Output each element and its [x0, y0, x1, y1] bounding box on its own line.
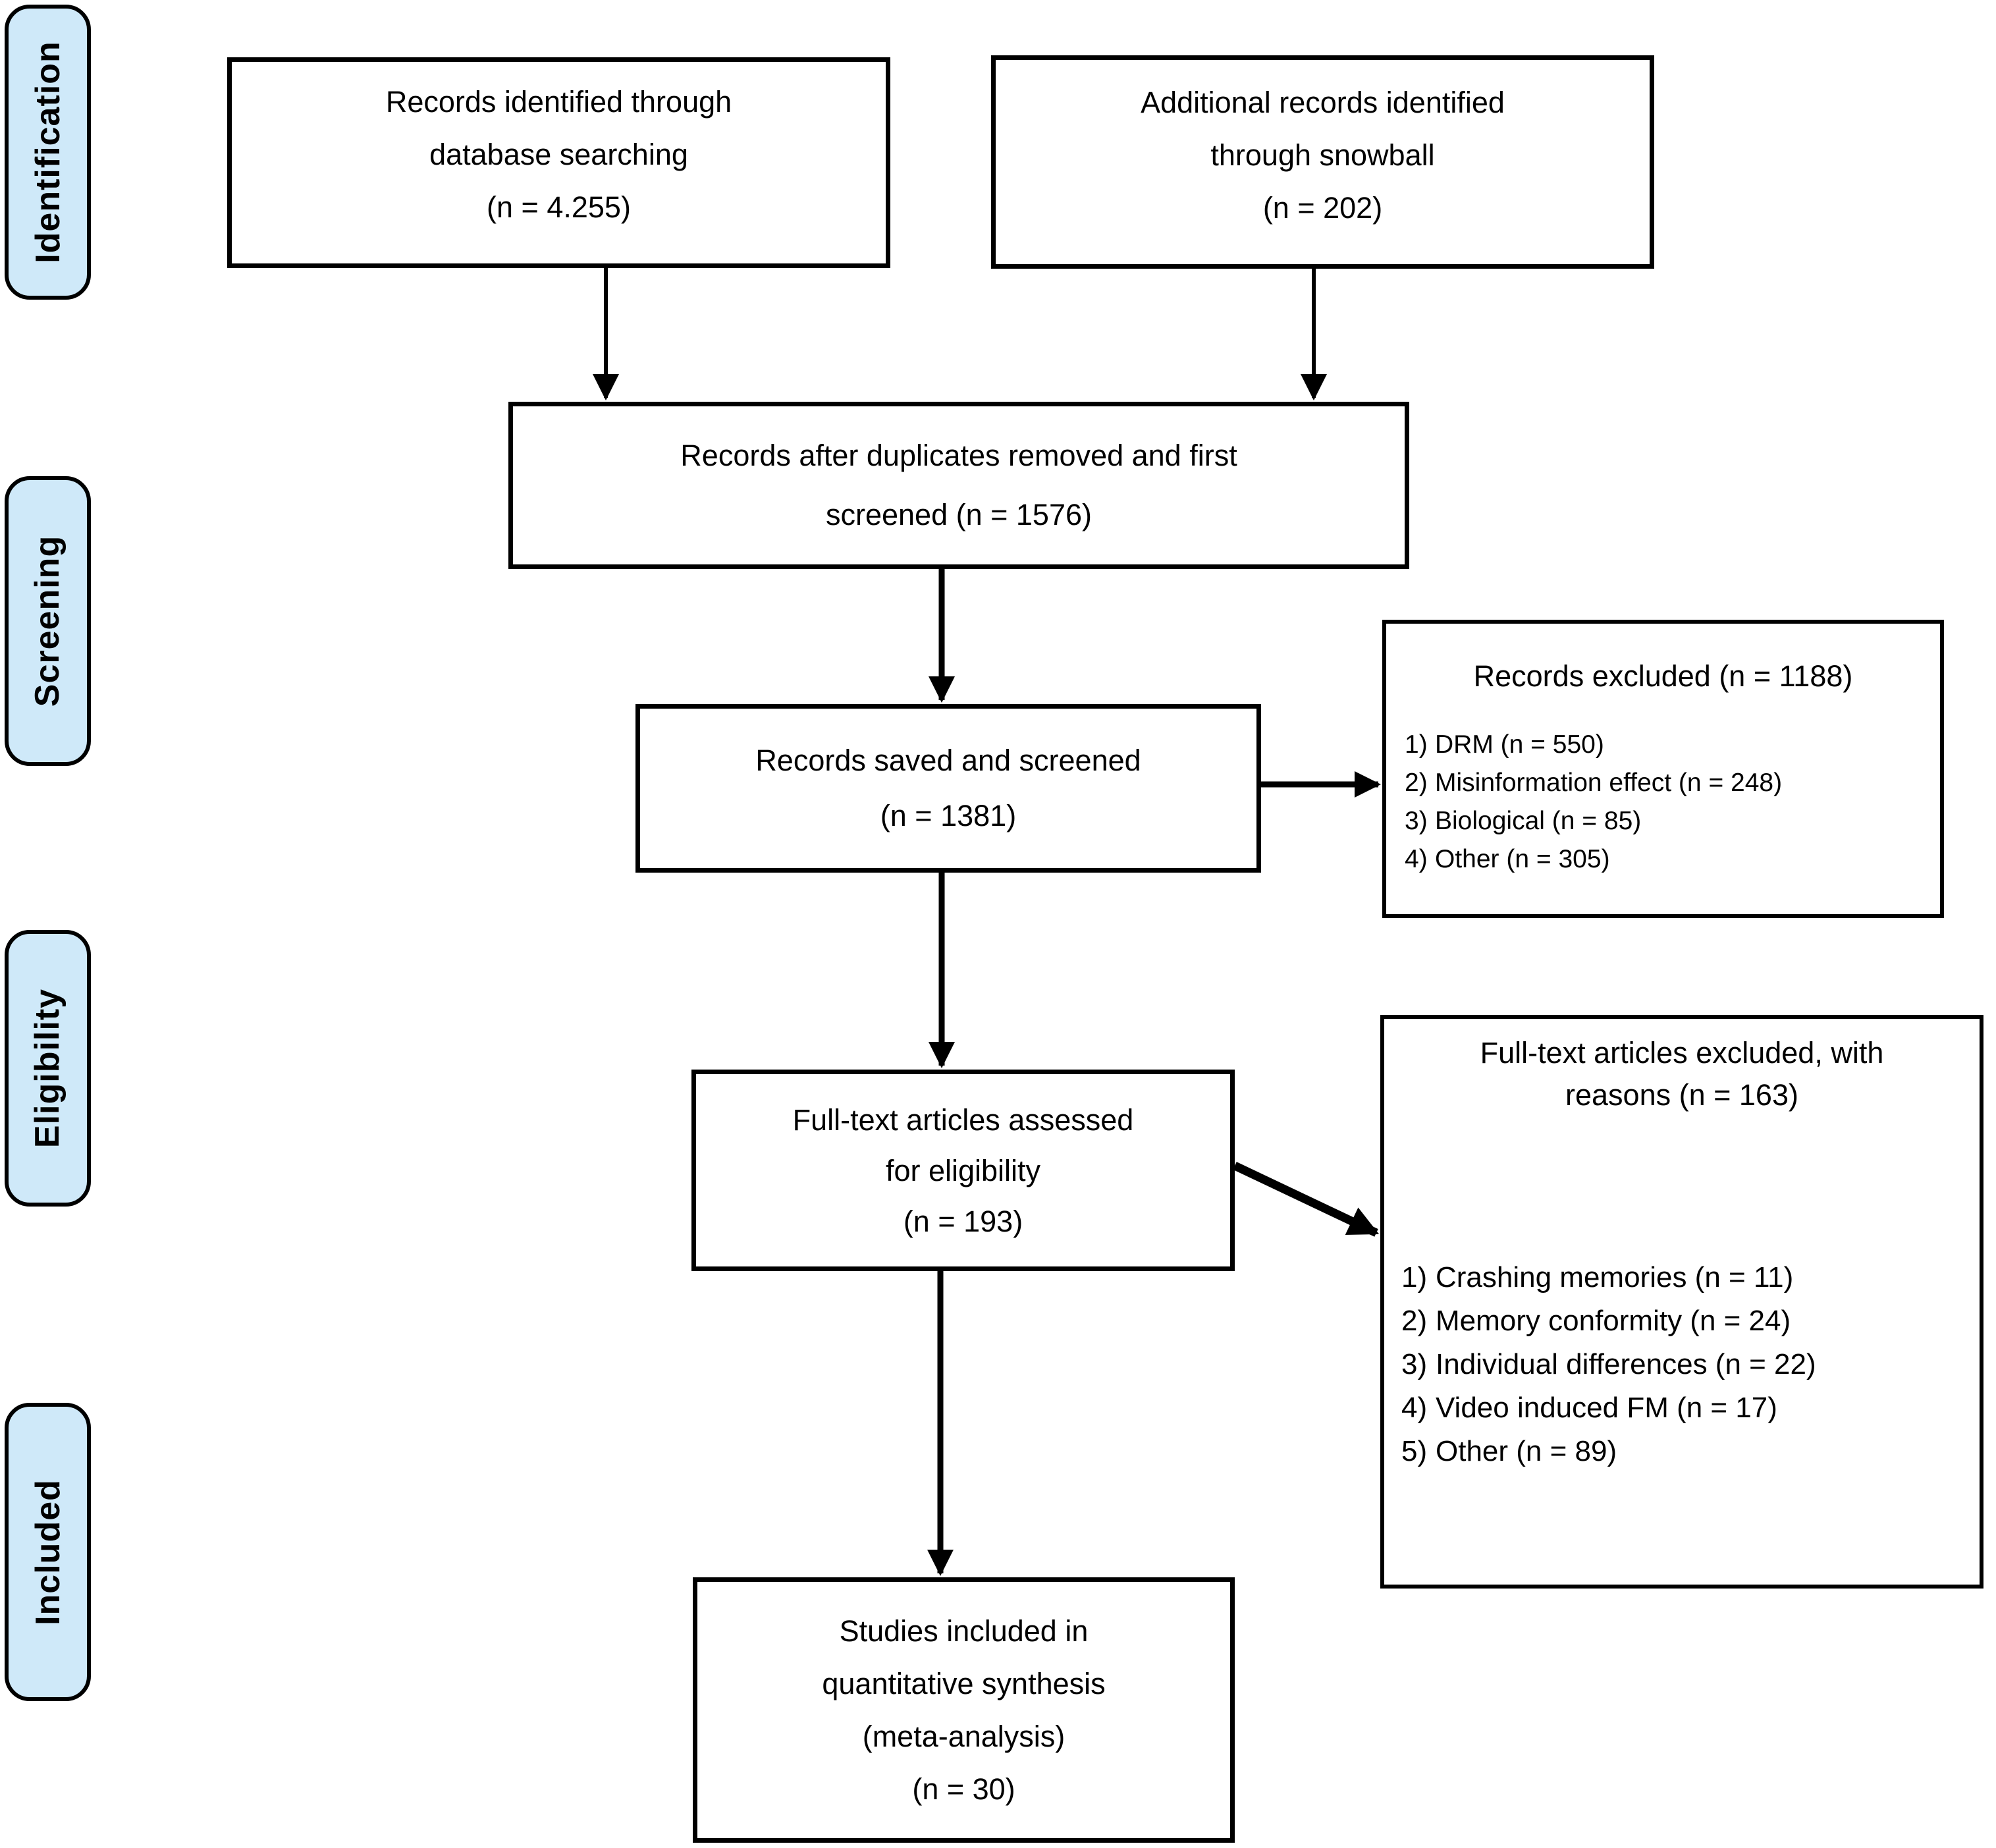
box-line: database searching — [429, 137, 688, 171]
list-item-marker: 4) — [1401, 1392, 1428, 1424]
box-line: through snowball — [1210, 138, 1435, 172]
list-item-text: Memory conformity (n = 24) — [1436, 1305, 1791, 1337]
box-line: Records saved and screened — [755, 744, 1141, 777]
list-item-text: Individual differences (n = 22) — [1436, 1348, 1816, 1380]
list-item-text: Crashing memories (n = 11) — [1436, 1261, 1794, 1293]
box-line: (n = 193) — [903, 1204, 1023, 1238]
stage-label-included-text: Included — [28, 1479, 67, 1625]
list-item-marker: 5) — [1401, 1435, 1428, 1467]
stage-label-included: Included — [5, 1403, 91, 1701]
box-line: (n = 202) — [1262, 191, 1383, 225]
box-fulltext-assessed: Full-text articles assessed for eligibil… — [691, 1070, 1235, 1271]
list-item-marker: 3) — [1401, 1348, 1428, 1380]
list-item-text: Video induced FM (n = 17) — [1436, 1392, 1777, 1424]
list-item: 5) Other (n = 89) — [1401, 1430, 1980, 1473]
box-additional-records: Additional records identified through sn… — [991, 55, 1654, 269]
list-item-marker: 4) — [1405, 845, 1428, 873]
list-item-text: Misinformation effect (n = 248) — [1435, 769, 1783, 797]
box-line: Records after duplicates removed and fir… — [680, 439, 1237, 472]
list-item: 3) Individual differences (n = 22) — [1401, 1343, 1980, 1386]
fulltext-excluded-title-line: reasons (n = 163) — [1565, 1078, 1798, 1112]
list-item-text: Other (n = 305) — [1435, 845, 1610, 873]
list-item-marker: 1) — [1405, 730, 1428, 759]
list-item: 2) Misinformation effect (n = 248) — [1405, 764, 1940, 802]
records-excluded-list: 1) DRM (n = 550) 2) Misinformation effec… — [1386, 726, 1940, 879]
box-line: Records identified through — [385, 84, 732, 119]
stage-label-eligibility: Eligibility — [5, 930, 91, 1207]
list-item-text: DRM (n = 550) — [1435, 730, 1604, 759]
box-line: screened (n = 1576) — [825, 498, 1092, 531]
fulltext-excluded-title-line: Full-text articles excluded, with — [1480, 1036, 1884, 1070]
box-line: Studies included in — [839, 1614, 1089, 1648]
list-item: 4) Other (n = 305) — [1405, 840, 1940, 879]
list-item: 1) Crashing memories (n = 11) — [1401, 1256, 1980, 1299]
box-records-excluded: Records excluded (n = 1188) 1) DRM (n = … — [1382, 620, 1944, 918]
box-line: Additional records identified — [1141, 86, 1505, 119]
arrow-fulltext-to-excluded — [1233, 1162, 1380, 1237]
list-item-marker: 3) — [1405, 807, 1428, 835]
box-line: (n = 1381) — [880, 799, 1017, 832]
box-line: for eligibility — [885, 1153, 1041, 1187]
stage-label-identification-text: Identification — [28, 41, 67, 263]
stage-label-screening: Screening — [5, 476, 91, 766]
box-fulltext-excluded: Full-text articles excluded, with reason… — [1380, 1015, 1983, 1589]
list-item-marker: 2) — [1405, 769, 1428, 797]
records-excluded-title: Records excluded (n = 1188) — [1473, 659, 1853, 693]
list-item-text: Other (n = 89) — [1436, 1435, 1617, 1467]
box-after-duplicates: Records after duplicates removed and fir… — [508, 402, 1409, 569]
stage-label-screening-text: Screening — [28, 535, 67, 707]
box-records-identified: Records identified through database sear… — [227, 57, 890, 268]
box-line: (meta-analysis) — [862, 1719, 1065, 1753]
stage-label-eligibility-text: Eligibility — [28, 988, 67, 1149]
box-studies-included: Studies included in quantitative synthes… — [693, 1577, 1235, 1843]
fulltext-excluded-list: 1) Crashing memories (n = 11) 2) Memory … — [1384, 1256, 1980, 1473]
box-line: quantitative synthesis — [822, 1666, 1106, 1700]
list-item: 2) Memory conformity (n = 24) — [1401, 1299, 1980, 1343]
box-line: (n = 30) — [912, 1772, 1015, 1806]
stage-label-identification: Identification — [5, 5, 91, 300]
list-item: 1) DRM (n = 550) — [1405, 726, 1940, 764]
box-saved-screened: Records saved and screened (n = 1381) — [635, 704, 1261, 873]
box-line: (n = 4.255) — [487, 190, 631, 224]
box-line: Full-text articles assessed — [792, 1102, 1134, 1137]
list-item: 3) Biological (n = 85) — [1405, 802, 1940, 840]
list-item-marker: 1) — [1401, 1261, 1428, 1293]
list-item: 4) Video induced FM (n = 17) — [1401, 1386, 1980, 1430]
list-item-marker: 2) — [1401, 1305, 1428, 1337]
list-item-text: Biological (n = 85) — [1435, 807, 1642, 835]
